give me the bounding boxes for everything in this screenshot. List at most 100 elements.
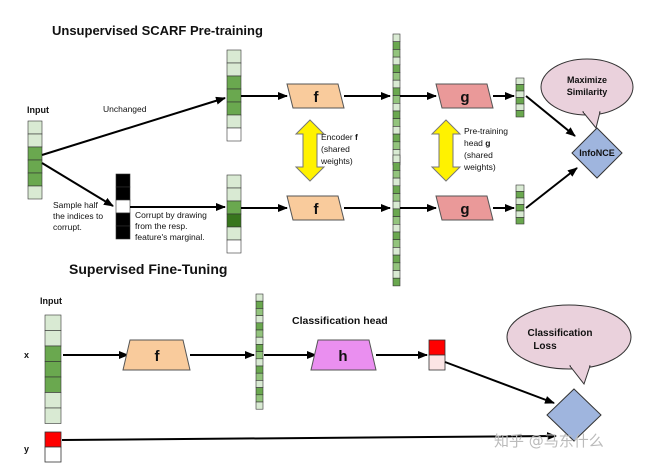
- projection-cell: [515, 84, 525, 92]
- maximize-similarity-bubble: [540, 58, 634, 130]
- embedding-cell: [392, 262, 401, 271]
- input-cell: [27, 120, 43, 135]
- head-g-top-label: g: [460, 89, 469, 106]
- projection-cell: [515, 90, 525, 98]
- projection-cell: [515, 197, 525, 205]
- encoder-f-top-label: f: [314, 89, 320, 106]
- embedding-cell: [392, 103, 401, 112]
- embedding-cell: [392, 162, 401, 171]
- embedding-cell: [392, 200, 401, 210]
- corrupted-cell: [226, 187, 242, 202]
- input-cell: [27, 185, 43, 200]
- mask-cell: [115, 199, 131, 214]
- embedding-cell: [392, 277, 401, 287]
- corruption-mask-column: [115, 173, 131, 240]
- embedding-cell: [392, 185, 401, 194]
- embedding-cell: [392, 270, 401, 279]
- finetune-embedding-column: [255, 293, 264, 410]
- corrupted-cell: [226, 239, 242, 254]
- classification-loss-line-2: Loss: [533, 341, 557, 352]
- input-cell: [27, 133, 43, 148]
- projection-cell: [515, 110, 525, 118]
- mask-cell: [115, 173, 131, 188]
- sample-half-line-2: the indices to: [53, 211, 103, 221]
- embedding-cell: [392, 141, 401, 150]
- classification-head-h: [310, 339, 377, 371]
- classification-loss-line-1: Classification: [527, 328, 592, 339]
- output-cell-1: [428, 339, 446, 356]
- classification-loss-bubble: [506, 304, 632, 386]
- sample-half-line-3: corrupt.: [53, 222, 82, 232]
- encoder-f-bottom-label: f: [314, 201, 320, 218]
- unchanged-cell: [226, 127, 242, 142]
- encoder-text-bold: f: [355, 132, 358, 142]
- embedding-column-top: [392, 33, 401, 166]
- embedding-cell: [392, 177, 401, 187]
- head-text-line-3: (shared: [464, 150, 493, 160]
- embedding-cell: [392, 170, 401, 179]
- head-text-line-2: head g: [464, 138, 491, 148]
- embedding-cell: [392, 224, 401, 233]
- finetune-input-cell: [44, 345, 62, 362]
- head-text-line-1: Pre-training: [464, 126, 508, 136]
- encoder-f-bottom: [286, 195, 345, 221]
- finetune-embedding-cell: [255, 329, 264, 338]
- finetune-embedding-cell: [255, 322, 264, 331]
- infonce-diamond: [571, 127, 623, 179]
- projection-cell: [515, 184, 525, 192]
- shared-weights-arrow-g: [430, 119, 462, 182]
- projection-cell: [515, 204, 525, 212]
- x-label: x: [24, 350, 29, 360]
- pretraining-title: Unsupervised SCARF Pre-training: [52, 23, 263, 38]
- head-g-bottom: [435, 195, 494, 221]
- arrow-label-to-loss: [61, 432, 557, 441]
- finetuning-input-label: Input: [40, 296, 62, 306]
- projection-column-top: [515, 77, 525, 118]
- pretraining-input-label: Input: [27, 105, 49, 115]
- shared-weights-arrow-f: [294, 119, 326, 182]
- infonce-label: InfoNCE: [579, 148, 615, 158]
- finetune-input-x-column: [44, 314, 62, 424]
- embedding-cell: [392, 247, 401, 256]
- input-cell: [27, 159, 43, 174]
- embedding-column-bottom: [392, 154, 401, 287]
- embedding-cell: [392, 72, 401, 81]
- embedding-cell: [392, 254, 401, 264]
- corrupt-line-1: Corrupt by drawing: [135, 210, 207, 220]
- embedding-cell: [392, 239, 401, 248]
- head-g-bottom-label: g: [460, 201, 469, 218]
- corrupt-line-3: feature's marginal.: [135, 232, 205, 242]
- finetune-embedding-cell: [255, 336, 264, 345]
- finetune-embedding-cell: [255, 380, 264, 388]
- embedding-cell: [392, 110, 401, 119]
- arrow-output-to-loss: [444, 361, 555, 404]
- finetune-embedding-cell: [255, 300, 264, 309]
- unchanged-cell: [226, 75, 242, 90]
- finetune-embedding-cell: [255, 308, 264, 316]
- finetune-input-cell: [44, 407, 62, 424]
- embedding-cell: [392, 216, 401, 225]
- finetune-encoder-f-label: f: [155, 348, 161, 365]
- finetune-embedding-cell: [255, 372, 264, 381]
- head-text-word: head: [464, 138, 483, 148]
- embedding-cell: [392, 193, 401, 202]
- projection-cell: [515, 77, 525, 85]
- encoder-f-top: [286, 83, 345, 109]
- finetune-embedding-cell: [255, 358, 264, 367]
- projection-cell: [515, 191, 525, 199]
- encoder-text-line-2: (shared: [321, 144, 350, 154]
- finetune-embedding-cell: [255, 401, 264, 410]
- finetune-input-cell: [44, 330, 62, 347]
- sample-half-line-1: Sample half: [53, 200, 99, 210]
- input-cell: [27, 172, 43, 187]
- mask-cell: [115, 225, 131, 240]
- input-feature-column: [27, 120, 43, 200]
- arrow-input-to-mask: [41, 162, 114, 207]
- mask-cell: [115, 212, 131, 227]
- projection-cell: [515, 97, 525, 105]
- arrow-projection-bottom-to-infonce: [525, 167, 578, 209]
- embedding-cell: [392, 154, 401, 163]
- unchanged-cell: [226, 114, 242, 129]
- mask-cell: [115, 186, 131, 201]
- corrupted-cell: [226, 174, 242, 189]
